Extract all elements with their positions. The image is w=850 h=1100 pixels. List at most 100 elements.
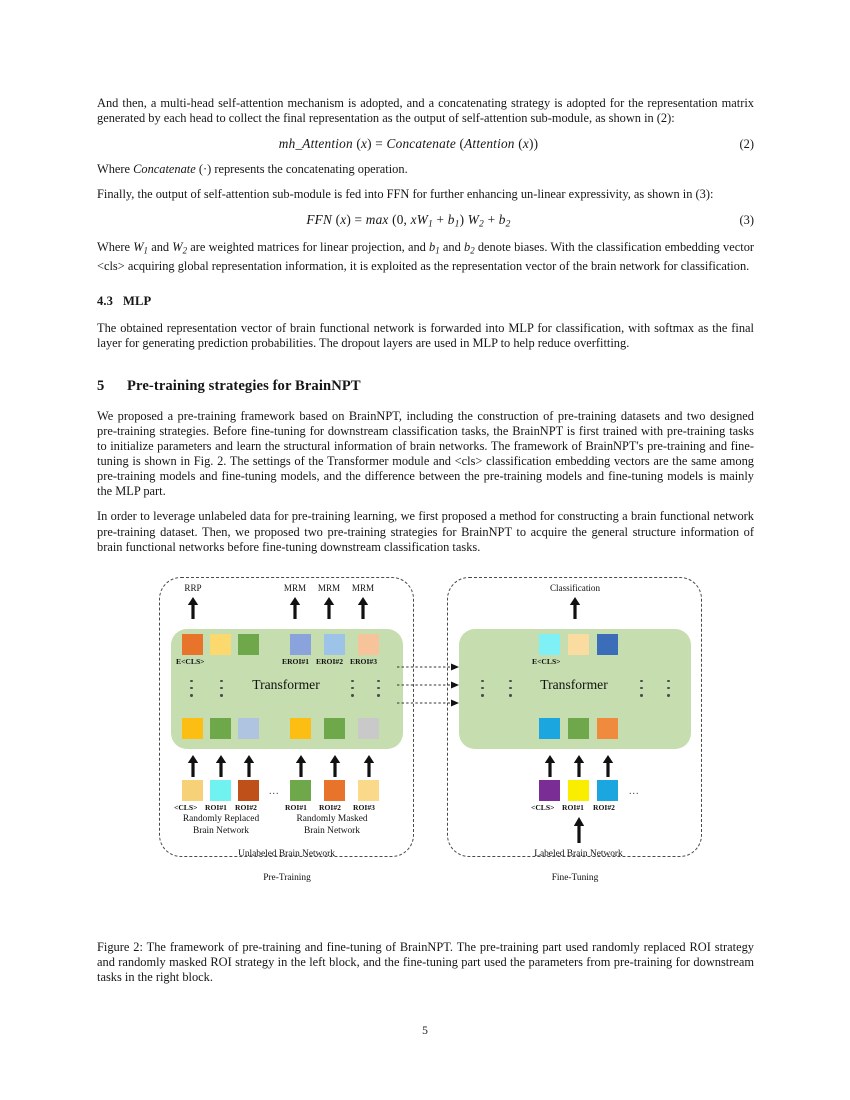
ellipsis-right-inputs: ...: [629, 785, 640, 797]
input-token-box-cls-left: [182, 779, 203, 801]
embedding-box-left-bottom-5: [324, 717, 345, 739]
embedding-box-right-top-3: [597, 633, 618, 655]
section-heading-pretraining-strategies: 5 Pre-training strategies for BrainNPT: [97, 378, 754, 395]
section-number: 5: [97, 377, 105, 394]
embedding-box-left-bottom-3: [238, 717, 259, 739]
subsection-number: 4.3: [97, 293, 114, 308]
transformer-label-right: Transformer: [540, 676, 608, 692]
paragraph-weights-biases: Where W1 and W2 are weighted matrices fo…: [97, 240, 755, 273]
embedding-box-left-top-6: [358, 633, 379, 655]
vertical-dots-left-2: [220, 679, 223, 697]
embedding-label-eroi-1: EROI#1: [282, 656, 310, 666]
embedding-box-left-bottom-1: [182, 717, 203, 739]
output-head-rrp: RRP: [184, 582, 202, 593]
paragraph-ffn-intro: Finally, the output of self-attention su…: [97, 187, 714, 202]
input-group-caption-masked-line2: Brain Network: [304, 825, 360, 836]
embedding-box-right-bottom-2: [568, 717, 589, 739]
paper-body-column: And then, a multi-head self-attention me…: [97, 96, 754, 887]
up-arrow-icon-rrp: [187, 596, 199, 619]
block-connector-arrows: [397, 663, 459, 707]
up-arrow-icon-input-a3: [243, 754, 255, 777]
up-arrow-icon-input-a2: [215, 754, 227, 777]
subsection-heading-mlp: 4.3 MLP: [97, 294, 754, 309]
embedding-label-eroi-3: EROI#3: [350, 656, 378, 666]
up-arrow-icon-input-a1: [187, 754, 199, 777]
input-token-label-roi2-right: ROI#2: [593, 802, 615, 812]
up-arrow-icon-right-2: [573, 754, 585, 777]
subsection-title: MLP: [123, 293, 152, 308]
input-group-caption-replaced-line1: Randomly Replaced: [182, 813, 260, 824]
embedding-box-left-bottom-6: [358, 717, 379, 739]
embedding-box-left-top-3: [238, 633, 259, 655]
vertical-dots-left-1: [190, 679, 193, 697]
up-arrow-icon-mrm-3: [357, 596, 369, 619]
figure-2-caption: Figure 2: The framework of pre-training …: [97, 940, 754, 985]
page-number: 5: [422, 1024, 428, 1037]
container-label-labeled: Labeled Brain Network: [534, 848, 623, 859]
input-token-label-roi2-masked: ROI#2: [319, 802, 341, 812]
paragraph-unlabeled-data: In order to leverage unlabeled data for …: [97, 509, 754, 554]
input-token-box-roi3-masked: [358, 779, 379, 801]
input-token-label-roi1-right: ROI#1: [562, 802, 584, 812]
vertical-dots-right-1: [481, 679, 484, 697]
up-arrow-icon-input-b2: [329, 754, 341, 777]
input-token-box-roi2-left: [238, 779, 259, 801]
figure-2: RRP MRM MRM MRM Transformer E<: [97, 576, 754, 887]
input-token-box-roi2-right: [597, 779, 618, 801]
up-arrow-icon-labeled-input: [573, 816, 585, 843]
up-arrow-icon-input-b3: [363, 754, 375, 777]
input-group-caption-replaced-line2: Brain Network: [193, 825, 249, 836]
input-token-label-roi3-masked: ROI#3: [353, 802, 375, 812]
output-head-mrm-2: MRM: [317, 582, 341, 593]
embedding-box-left-top-1: [182, 633, 203, 655]
up-arrow-icon-right-1: [544, 754, 556, 777]
embedding-box-left-top-4: [290, 633, 311, 655]
output-head-mrm-3: MRM: [351, 582, 375, 593]
up-arrow-icon-mrm-1: [289, 596, 301, 619]
equation-3-row: FFN (x) = max (0, xW1 + b1) W2 + b2 (3): [97, 212, 754, 230]
equation-2-row: mh_Attention (x) = Concatenate (Attentio…: [97, 136, 754, 152]
input-token-label-cls-left: <CLS>: [174, 802, 198, 812]
input-token-box-cls-right: [539, 779, 560, 801]
up-arrow-icon-classification: [569, 596, 581, 619]
embedding-box-left-bottom-2: [210, 717, 231, 739]
up-arrow-icon-right-3: [602, 754, 614, 777]
transformer-label-left: Transformer: [252, 676, 320, 692]
figure-bottom-caption-finetuning: Fine-Tuning: [551, 872, 599, 883]
vertical-dots-right-3: [640, 679, 643, 697]
figure-bottom-caption-pretraining: Pre-Training: [263, 872, 311, 883]
vertical-dots-right-4: [667, 679, 670, 697]
input-token-label-roi2-left: ROI#2: [235, 802, 257, 812]
input-token-box-roi1-left: [210, 779, 231, 801]
input-token-label-roi1-left: ROI#1: [205, 802, 227, 812]
figure-2-canvas: RRP MRM MRM MRM Transformer E<: [159, 576, 719, 887]
output-head-mrm-1: MRM: [283, 582, 307, 593]
up-arrow-icon-input-b1: [295, 754, 307, 777]
embedding-box-left-top-2: [210, 633, 231, 655]
container-label-unlabeled: Unlabeled Brain Network: [238, 848, 335, 859]
equation-3-expression: FFN (x) = max (0, xW1 + b1) W2 + b2: [306, 212, 511, 231]
embedding-box-left-bottom-4: [290, 717, 311, 739]
vertical-dots-left-3: [351, 679, 354, 697]
ellipsis-left-inputs: ...: [269, 785, 280, 797]
embedding-box-left-top-5: [324, 633, 345, 655]
embedding-box-right-top-2: [568, 633, 589, 655]
vertical-dots-left-4: [377, 679, 380, 697]
vertical-dots-right-2: [509, 679, 512, 697]
equation-2-expression: mh_Attention (x) = Concatenate (Attentio…: [278, 136, 539, 152]
embedding-label-ecls-left: E<CLS>: [176, 656, 205, 666]
output-head-classification: Classification: [549, 582, 600, 593]
embedding-label-ecls-right: E<CLS>: [532, 656, 561, 666]
input-token-box-roi1-masked: [290, 779, 311, 801]
paragraph-concatenate-definition: Where Concatenate (·) represents the con…: [97, 162, 408, 177]
paragraph-mlp-description: The obtained representation vector of br…: [97, 320, 754, 350]
up-arrow-icon-mrm-2: [323, 596, 335, 619]
embedding-label-eroi-2: EROI#2: [316, 656, 344, 666]
embedding-box-right-bottom-1: [539, 717, 560, 739]
input-token-box-roi2-masked: [324, 779, 345, 801]
section-title: Pre-training strategies for BrainNPT: [127, 377, 361, 394]
paragraph-framework-overview: We proposed a pre-training framework bas…: [97, 408, 754, 499]
input-token-label-cls-right: <CLS>: [531, 802, 555, 812]
input-group-caption-masked-line1: Randomly Masked: [296, 813, 368, 824]
